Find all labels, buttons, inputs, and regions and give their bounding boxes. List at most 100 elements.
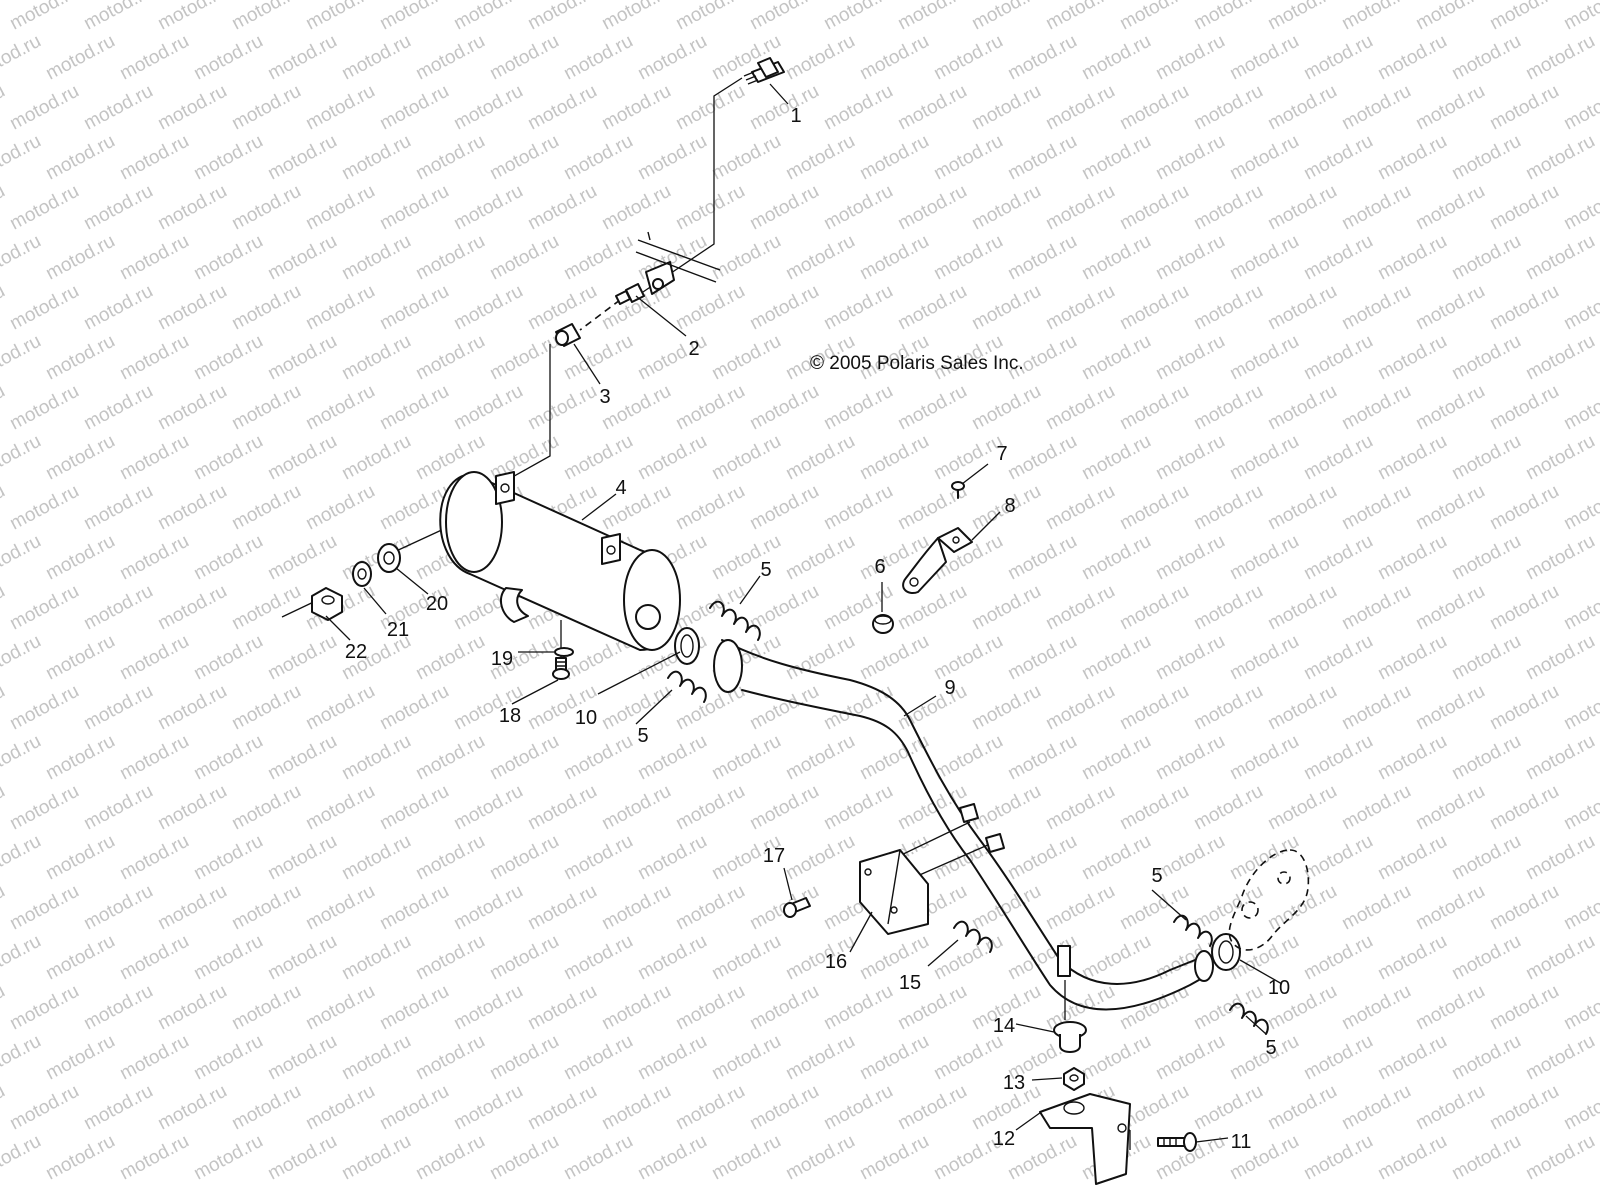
watermark-text: motod.ru: [1374, 631, 1450, 685]
part-18-bolt: [552, 657, 570, 680]
watermark-text: motod.ru: [746, 81, 822, 135]
watermark-text: motod.ru: [1412, 681, 1488, 735]
watermark-text: motod.ru: [1042, 181, 1118, 235]
watermark-text: motod.ru: [376, 281, 452, 335]
watermark-text: motod.ru: [0, 1081, 9, 1135]
watermark-text: motod.ru: [1522, 1131, 1598, 1185]
watermark-text: motod.ru: [1226, 531, 1302, 585]
watermark-text: motod.ru: [338, 331, 414, 385]
watermark-text: motod.ru: [560, 1031, 636, 1085]
watermark-text: motod.ru: [1190, 0, 1266, 34]
watermark-text: motod.ru: [190, 231, 266, 285]
watermark-text: motod.ru: [1448, 731, 1524, 785]
watermark-text: motod.ru: [1190, 881, 1266, 935]
watermark-text: motod.ru: [968, 181, 1044, 235]
watermark-text: motod.ru: [894, 681, 970, 735]
watermark-text: motod.ru: [782, 231, 858, 285]
watermark-text: motod.ru: [42, 1031, 118, 1085]
watermark-text: motod.ru: [154, 981, 230, 1035]
watermark-text: motod.ru: [228, 681, 304, 735]
watermark-text: motod.ru: [1004, 731, 1080, 785]
watermark-text: motod.ru: [80, 981, 156, 1035]
watermark-text: motod.ru: [1412, 1081, 1488, 1135]
watermark-text: motod.ru: [708, 731, 784, 785]
watermark-text: motod.ru: [1116, 481, 1192, 535]
watermark-text: motod.ru: [6, 381, 82, 435]
watermark-text: motod.ru: [1338, 681, 1414, 735]
watermark-text: motod.ru: [1004, 231, 1080, 285]
watermark-text: motod.ru: [0, 81, 9, 135]
watermark-text: motod.ru: [412, 1031, 488, 1085]
watermark-text: motod.ru: [338, 831, 414, 885]
watermark-text: motod.ru: [228, 781, 304, 835]
callout-14: 14: [993, 1015, 1015, 1037]
watermark-text: motod.ru: [0, 981, 9, 1035]
watermark-text: motod.ru: [190, 931, 266, 985]
watermark-text: motod.ru: [338, 1131, 414, 1185]
watermark-text: motod.ru: [930, 231, 1006, 285]
watermark-text: motod.ru: [1152, 331, 1228, 385]
watermark-text: motod.ru: [0, 131, 45, 185]
watermark-text: motod.ru: [1226, 431, 1302, 485]
callout-17: 17: [763, 845, 785, 867]
watermark-text: motod.ru: [116, 431, 192, 485]
watermark-text: motod.ru: [0, 1131, 45, 1185]
watermark-text: motod.ru: [1338, 581, 1414, 635]
part-6-grommet: [872, 614, 894, 634]
watermark-text: motod.ru: [1522, 731, 1598, 785]
watermark-text: motod.ru: [1338, 0, 1414, 34]
watermark-text: motod.ru: [1560, 1081, 1600, 1135]
watermark-text: motod.ru: [116, 831, 192, 885]
watermark-text: motod.ru: [0, 881, 9, 935]
callout-5d: 5: [1265, 1037, 1276, 1059]
watermark-text: motod.ru: [1522, 231, 1598, 285]
watermark-text: motod.ru: [1078, 431, 1154, 485]
watermark-text: motod.ru: [634, 431, 710, 485]
watermark-text: motod.ru: [1190, 281, 1266, 335]
watermark-text: motod.ru: [1560, 81, 1600, 135]
watermark-text: motod.ru: [1374, 531, 1450, 585]
watermark-text: motod.ru: [1226, 231, 1302, 285]
watermark-text: motod.ru: [412, 31, 488, 85]
watermark-text: motod.ru: [338, 1031, 414, 1085]
watermark-text: motod.ru: [1596, 131, 1600, 185]
watermark-text: motod.ru: [1448, 831, 1524, 885]
callout-10a: 10: [575, 707, 597, 729]
watermark-text: motod.ru: [486, 1031, 562, 1085]
watermark-text: motod.ru: [1486, 381, 1562, 435]
watermark-text: motod.ru: [0, 531, 45, 585]
watermark-text: motod.ru: [80, 281, 156, 335]
watermark-text: motod.ru: [1338, 781, 1414, 835]
watermark-text: motod.ru: [1152, 531, 1228, 585]
watermark-text: motod.ru: [80, 181, 156, 235]
watermark-text: motod.ru: [1486, 981, 1562, 1035]
watermark-text: motod.ru: [1338, 281, 1414, 335]
watermark-text: motod.ru: [1042, 881, 1118, 935]
watermark-text: motod.ru: [116, 931, 192, 985]
watermark-text: motod.ru: [782, 931, 858, 985]
watermark-text: motod.ru: [376, 881, 452, 935]
watermark-text: motod.ru: [412, 831, 488, 885]
watermark-text: motod.ru: [820, 381, 896, 435]
watermark-text: motod.ru: [1116, 681, 1192, 735]
watermark-text: motod.ru: [0, 181, 9, 235]
watermark-text: motod.ru: [116, 331, 192, 385]
watermark-text: motod.ru: [708, 331, 784, 385]
watermark-text: motod.ru: [190, 131, 266, 185]
watermark-text: motod.ru: [376, 81, 452, 135]
watermark-text: motod.ru: [1374, 431, 1450, 485]
watermark-text: motod.ru: [930, 431, 1006, 485]
watermark-text: motod.ru: [1412, 781, 1488, 835]
watermark-text: motod.ru: [1412, 381, 1488, 435]
watermark-text: motod.ru: [1190, 981, 1266, 1035]
watermark-text: motod.ru: [1448, 1131, 1524, 1185]
callout-12: 12: [993, 1128, 1015, 1150]
part-15-spring: [953, 920, 993, 953]
watermark-text: motod.ru: [968, 381, 1044, 435]
watermark-text: motod.ru: [6, 0, 82, 34]
watermark-text: motod.ru: [1226, 331, 1302, 385]
watermark-text: motod.ru: [302, 0, 378, 34]
watermark-text: motod.ru: [820, 181, 896, 235]
watermark-text: motod.ru: [1264, 481, 1340, 535]
